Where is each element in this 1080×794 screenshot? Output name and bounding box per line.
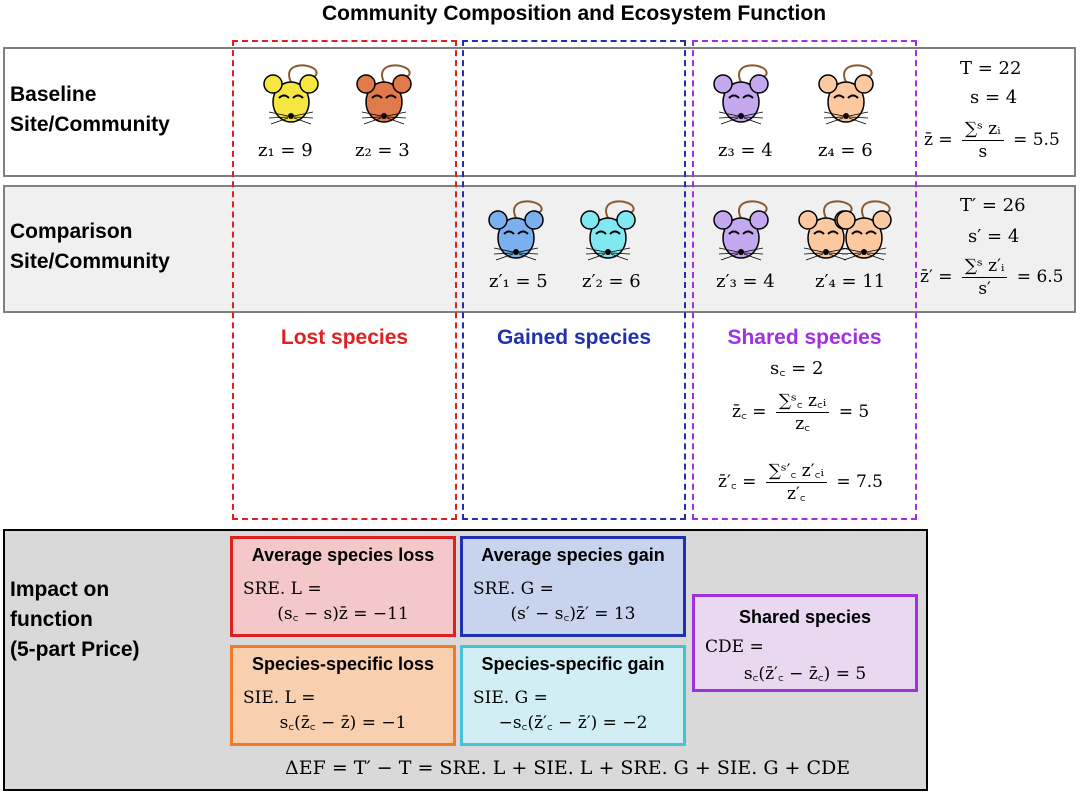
mouse-icon-purple	[713, 64, 769, 125]
shared-zpc: z̄′꜀ = ∑ˢ′꜀ z′꜀ᵢ z′꜀ = 7.5	[718, 460, 883, 505]
mouse-icon-cyan	[580, 200, 636, 261]
baseline-T: T = 22	[960, 58, 1022, 79]
average-species-gain-box: Average species gain SRE. G = (s′ − s꜀)z…	[460, 536, 686, 637]
diagram-title: Community Composition and Ecosystem Func…	[321, 2, 827, 25]
shared-zc: z̄꜀ = ∑ˢ꜀ z꜀ᵢ z꜀ = 5	[732, 390, 869, 435]
shared-zpc-fraction: ∑ˢ′꜀ z′꜀ᵢ z′꜀	[765, 460, 827, 505]
mouse-icon-yellow	[263, 64, 319, 125]
lost-species-column	[232, 40, 457, 520]
baseline-z1: z₁ = 9	[258, 140, 313, 161]
shared-zpc-den: z′꜀	[786, 484, 806, 504]
comparison-s: s′ = 4	[968, 226, 1020, 247]
baseline-row	[3, 47, 1076, 177]
species-specific-gain-box: Species-specific gain SIE. G = −s꜀(z̄′꜀ …	[460, 645, 686, 746]
mouse-icon-blue	[488, 200, 544, 261]
impact-label-line-3: (5-part Price)	[10, 638, 140, 661]
baseline-s: s = 4	[970, 87, 1018, 108]
average-species-loss-line-2: (s꜀ − s)z̄ = −11	[277, 604, 409, 624]
average-species-gain-line-1: SRE. G =	[473, 579, 554, 599]
baseline-zbar-den: s	[978, 142, 988, 162]
mouse-icon-peach-2b	[836, 200, 892, 261]
impact-row-label: Impact on function (5-part Price)	[10, 575, 140, 665]
shared-zc-rhs: = 5	[838, 402, 870, 422]
mouse-icon-orange	[356, 64, 412, 125]
shared-species-column	[692, 40, 917, 520]
baseline-zbar-rhs: = 5.5	[1013, 130, 1060, 150]
comparison-z4: z′₄ = 11	[815, 271, 886, 292]
comparison-label-line-2: Site/Community	[10, 250, 170, 273]
shared-zc-fraction: ∑ˢ꜀ z꜀ᵢ z꜀	[775, 390, 830, 435]
comparison-zbar-den: s′	[978, 279, 991, 299]
species-specific-loss-line-2: s꜀(z̄꜀ − z̄) = −1	[279, 713, 407, 733]
baseline-z3: z₃ = 4	[718, 140, 773, 161]
comparison-zbar-lhs: z̄′ =	[920, 267, 953, 287]
baseline-z2: z₂ = 3	[355, 140, 410, 161]
lost-species-label: Lost species	[280, 326, 409, 349]
baseline-zbar: z̄ = ∑ˢ zᵢ s = 5.5	[924, 118, 1060, 163]
gained-species-column	[462, 40, 686, 520]
comparison-row-label: Comparison Site/Community	[10, 217, 170, 277]
species-specific-gain-title: Species-specific gain	[481, 654, 665, 674]
shared-zc-num: ∑ˢ꜀ z꜀ᵢ	[775, 390, 830, 413]
baseline-z4: z₄ = 6	[818, 140, 873, 161]
shared-sc: s꜀ = 2	[770, 358, 824, 379]
shared-zc-den: z꜀	[795, 414, 811, 434]
average-species-loss-line-1: SRE. L =	[243, 579, 322, 599]
shared-species-line-2: s꜀(z̄′꜀ − z̄꜀) = 5	[743, 664, 867, 684]
baseline-zbar-lhs: z̄ =	[924, 130, 953, 150]
mouse-icon-peach	[818, 64, 874, 125]
comparison-zbar-rhs: = 6.5	[1016, 267, 1064, 287]
shared-zpc-num: ∑ˢ′꜀ z′꜀ᵢ	[765, 460, 827, 483]
shared-zpc-rhs: = 7.5	[836, 472, 883, 492]
average-species-loss-title: Average species loss	[251, 545, 435, 565]
baseline-row-label: Baseline Site/Community	[10, 80, 170, 140]
comparison-z1: z′₁ = 5	[489, 271, 548, 292]
baseline-zbar-fraction: ∑ˢ zᵢ s	[962, 118, 1004, 163]
average-species-gain-title: Average species gain	[481, 545, 665, 565]
baseline-zbar-num: ∑ˢ zᵢ	[962, 118, 1004, 141]
species-specific-gain-line-2: −s꜀(z̄′꜀ − z̄′) = −2	[498, 713, 648, 733]
species-specific-loss-title: Species-specific loss	[251, 654, 435, 674]
average-species-loss-box: Average species loss SRE. L = (s꜀ − s)z̄…	[230, 536, 456, 637]
comparison-T: T′ = 26	[960, 195, 1026, 216]
comparison-zbar-num: ∑ˢ z′ᵢ	[961, 255, 1008, 278]
comparison-z3: z′₃ = 4	[716, 271, 775, 292]
total-equation: ΔEF = T′ − T = SRE. L + SIE. L + SRE. G …	[285, 757, 851, 779]
comparison-zbar-fraction: ∑ˢ z′ᵢ s′	[961, 255, 1008, 300]
shared-species-line-1: CDE =	[705, 637, 764, 657]
shared-species-title: Shared species	[738, 607, 872, 627]
comparison-z2: z′₂ = 6	[582, 271, 641, 292]
gained-species-label: Gained species	[496, 326, 652, 349]
comparison-zbar: z̄′ = ∑ˢ z′ᵢ s′ = 6.5	[920, 255, 1063, 300]
mouse-icon-purple-2	[713, 200, 769, 261]
species-specific-loss-line-1: SIE. L =	[243, 688, 316, 708]
baseline-label-line-1: Baseline	[10, 83, 97, 106]
impact-label-line-2: function	[10, 608, 93, 631]
comparison-row	[3, 185, 1076, 313]
species-specific-gain-line-1: SIE. G =	[473, 688, 548, 708]
baseline-label-line-2: Site/Community	[10, 113, 170, 136]
shared-zc-lhs: z̄꜀ =	[732, 402, 767, 422]
impact-label-line-1: Impact on	[10, 578, 110, 601]
comparison-label-line-1: Comparison	[10, 220, 133, 243]
shared-zpc-lhs: z̄′꜀ =	[718, 472, 757, 492]
shared-species-label: Shared species	[727, 326, 882, 349]
shared-species-box: Shared species CDE = s꜀(z̄′꜀ − z̄꜀) = 5	[692, 594, 918, 692]
average-species-gain-line-2: (s′ − s꜀)z̄′ = 13	[510, 604, 636, 624]
species-specific-loss-box: Species-specific loss SIE. L = s꜀(z̄꜀ − …	[230, 645, 456, 746]
